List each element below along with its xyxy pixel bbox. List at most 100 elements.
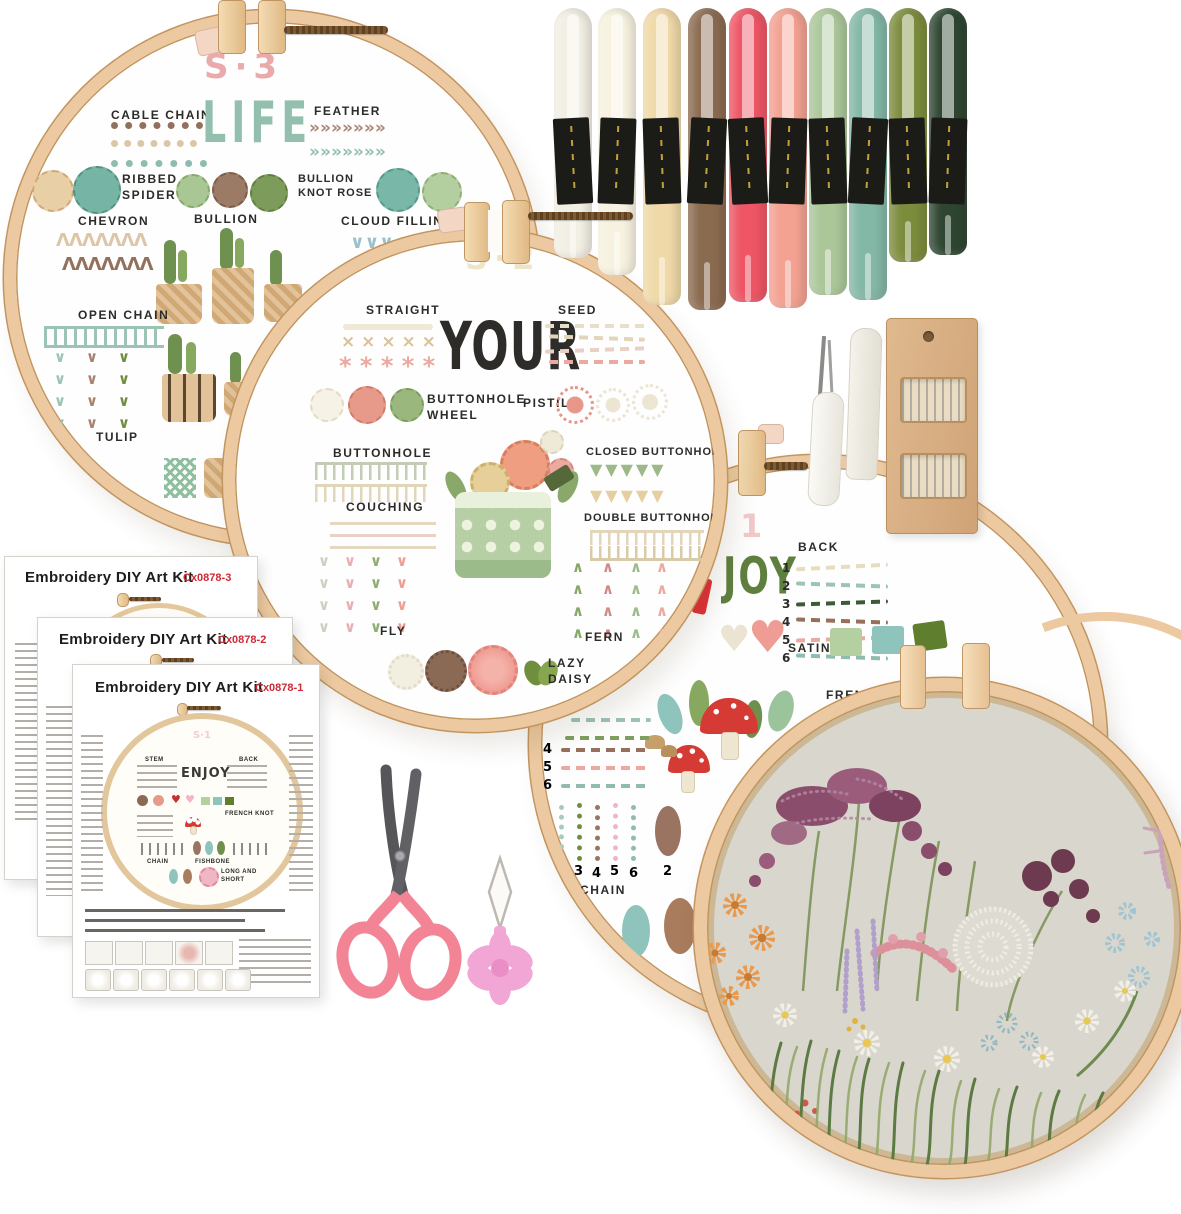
flower-needle-threader bbox=[467, 853, 533, 1005]
cactus-pot-woven bbox=[162, 374, 216, 422]
diagram-leaf bbox=[217, 841, 225, 855]
bullion-knot-rose-sample bbox=[422, 172, 462, 212]
white-daisies bbox=[773, 980, 1136, 1072]
floss-label-band bbox=[847, 117, 889, 205]
pink-knots bbox=[888, 932, 948, 958]
cable-chain-stitch-sample bbox=[111, 140, 197, 147]
cactus-embroidery bbox=[220, 228, 233, 270]
cactus-pot bbox=[212, 268, 254, 324]
sheet-1-photo-step bbox=[115, 941, 143, 965]
diagram-hoop-title: S·1 bbox=[193, 730, 211, 741]
maroon-berry-cluster bbox=[1022, 849, 1100, 923]
crosshatch-stitch-sample bbox=[164, 458, 196, 498]
diagram-stitch-rows bbox=[227, 765, 267, 789]
needle-case bbox=[886, 318, 978, 534]
label-fern: FERN bbox=[585, 630, 625, 644]
pink-feather-branch bbox=[1142, 752, 1178, 890]
cactus-embroidery bbox=[270, 250, 282, 286]
fern-stitch-sample: ∧∧∧∧ bbox=[627, 558, 645, 646]
scissors-blades bbox=[380, 764, 422, 901]
sheet-3-diagram-clamp bbox=[117, 593, 129, 607]
seam-ripper-fork bbox=[817, 335, 827, 397]
double-buttonhole-sample bbox=[590, 530, 704, 545]
fern-arc bbox=[1076, 990, 1139, 1078]
stitch-row-sample bbox=[571, 718, 651, 722]
label-back: BACK bbox=[798, 540, 840, 554]
seam-ripper-fork bbox=[827, 339, 834, 393]
diagram-satin-swatch bbox=[201, 797, 210, 805]
hoop-s3-word: LIFE bbox=[202, 89, 313, 156]
floss-label-band bbox=[727, 117, 769, 205]
back-stitch-sample bbox=[795, 562, 889, 572]
fly-stitch-sample: ∨∨∨∨ bbox=[341, 552, 359, 640]
stitch-row-sample bbox=[561, 784, 651, 788]
open-chain-stitch-sample bbox=[44, 326, 164, 348]
chain-number: 3 bbox=[574, 864, 585, 879]
cable-chain-stitch-sample bbox=[111, 160, 207, 167]
cactus-embroidery bbox=[168, 334, 182, 374]
diagram-dot bbox=[137, 795, 148, 806]
fly-stitch-sample: ∨∨∨∨ bbox=[393, 552, 411, 640]
sheet-2-annotations bbox=[46, 706, 76, 896]
sheet-3-code: Cx0878-3 bbox=[183, 572, 232, 584]
floss-skein bbox=[847, 8, 889, 300]
floss-label-band bbox=[552, 117, 594, 205]
wheel-stitch-sample bbox=[32, 170, 74, 212]
tulip-stitch-sample: ∨∨∨∨ bbox=[115, 348, 133, 436]
buttonhole-stitch-sample bbox=[315, 462, 427, 480]
label-bullion: BULLION bbox=[194, 212, 259, 226]
floss-label-band bbox=[597, 117, 637, 205]
pistil-stitch-sample bbox=[556, 386, 594, 424]
teal-flower-cluster bbox=[980, 1012, 1039, 1052]
cactus-embroidery bbox=[186, 342, 196, 374]
buttonhole-stitch-sample bbox=[315, 484, 427, 502]
mushroom-stem bbox=[681, 771, 695, 793]
label-chevron: CHEVRON bbox=[78, 214, 150, 228]
floss-label-band bbox=[808, 117, 848, 205]
hoop-s1-clamp-screw bbox=[764, 462, 808, 470]
diagram-stitch-rows bbox=[137, 765, 177, 789]
diagram-label-stem: STEM bbox=[145, 757, 164, 763]
label-buttonhole-wheel: BUTTONHOLE WHEEL bbox=[427, 392, 527, 422]
chain-number: 4 bbox=[592, 866, 603, 881]
cactus-embroidery bbox=[230, 352, 241, 384]
diagram-chain-ticks bbox=[233, 843, 271, 855]
tulip-stitch-sample: ∨∨∨∨ bbox=[83, 348, 101, 436]
back-number: 2 bbox=[782, 579, 792, 593]
label-seed: SEED bbox=[558, 303, 598, 317]
purple-knot-texture bbox=[780, 777, 904, 825]
bullion-stitch-sample bbox=[176, 174, 210, 208]
floss-label-band bbox=[642, 117, 682, 205]
hoop-s3-title: S·3 bbox=[204, 47, 284, 87]
diagram-dot bbox=[153, 795, 164, 806]
hoop-s1-title: 1 bbox=[740, 507, 767, 545]
label-satin: SATIN bbox=[788, 641, 832, 655]
fly-stitch-sample: ∨∨∨∨ bbox=[315, 552, 333, 640]
tulip-stitch-sample: ∨∨∨∨ bbox=[51, 348, 69, 436]
bullion-stitch-sample bbox=[212, 172, 248, 208]
straight-stitch-sample bbox=[343, 324, 433, 330]
back-number: 3 bbox=[782, 597, 792, 611]
label-open-chain: OPEN CHAIN bbox=[78, 308, 170, 322]
chain-number: 5 bbox=[610, 864, 621, 879]
cactus-embroidery bbox=[178, 250, 187, 282]
finished-hoop-clamp-post bbox=[900, 645, 926, 709]
fly-stitch-sample: ∨∨∨∨ bbox=[367, 552, 385, 640]
lavender-spikes bbox=[842, 918, 880, 1014]
straight-stitch-sample: * * * * * bbox=[339, 352, 436, 380]
label-chain: CHAIN bbox=[580, 883, 626, 897]
diagram-label-long-and-short: LONG AND SHORT bbox=[221, 869, 257, 883]
label-lazy-daisy: LAZY DAISY bbox=[548, 656, 593, 686]
floss-label-band bbox=[888, 117, 928, 205]
floss-label-band bbox=[928, 117, 968, 205]
needle-threader-cap bbox=[845, 327, 883, 481]
row-number: 5 bbox=[543, 760, 554, 775]
sheet-1-code: Cx0878-1 bbox=[255, 682, 304, 694]
sheet-3-title: Embroidery DIY Art Kit bbox=[25, 569, 194, 586]
sheet-1-instructions-right bbox=[239, 939, 311, 987]
hoop-s1-clamp-post bbox=[738, 430, 766, 496]
chain-stitch-sample bbox=[577, 803, 582, 861]
orange-daisies bbox=[707, 893, 775, 1006]
chevron-stitch-sample: ΛΛΛΛΛΛΛ bbox=[62, 254, 154, 275]
blue-star-flowers bbox=[1105, 902, 1160, 988]
